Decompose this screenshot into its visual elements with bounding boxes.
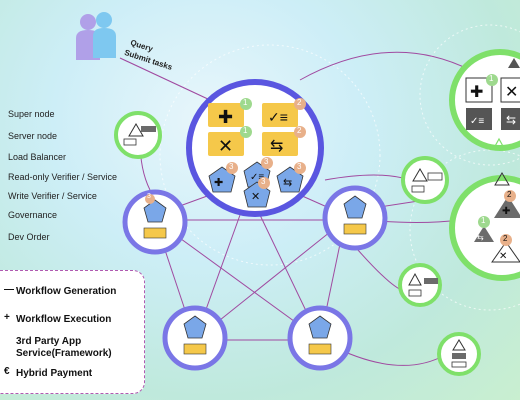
legend-write-verifier: Write Verifier / Service: [8, 191, 97, 201]
badge-markers: [145, 74, 516, 246]
users-icon: [76, 12, 116, 60]
swap-icon: ⇆: [506, 113, 516, 127]
verifier-node[interactable]: [437, 332, 481, 376]
badge-number: 3: [297, 162, 302, 171]
puzzle-icon: ✚: [470, 84, 483, 101]
checklist-icon: ✓≡: [268, 109, 288, 125]
panel-bullet: +: [4, 312, 10, 323]
server-node[interactable]: [322, 185, 388, 251]
badge-number: 2: [297, 126, 302, 135]
tools-icon: ✕: [505, 84, 518, 101]
swap-icon: ⇆: [283, 177, 292, 189]
panel-item-hybrid-payment: Hybrid Payment: [16, 368, 93, 379]
tools-icon: ✕: [499, 251, 507, 262]
background-ring: [159, 44, 381, 266]
server-node[interactable]: [122, 189, 188, 255]
badge-number: 1: [243, 126, 248, 135]
swap-icon: ⇆: [477, 233, 484, 242]
panel-item-workflow-generation: Workflow Generation: [16, 286, 117, 297]
badge-number: 3: [229, 162, 234, 171]
puzzle-icon: ✚: [218, 107, 233, 127]
badge-number: 1: [489, 74, 494, 83]
badge-number: 2: [507, 190, 512, 199]
tools-icon: ✕: [218, 136, 233, 156]
super-node[interactable]: ✚ ✓≡ ✕ ⇆ ✚ ✓≡ ⇆ ✕: [186, 79, 324, 217]
feature-panel: [0, 270, 145, 394]
badge-number: 3: [261, 177, 266, 186]
tools-icon: ✕: [251, 191, 260, 203]
verifier-node[interactable]: [401, 156, 449, 204]
badge-number: 1: [243, 98, 248, 107]
badge-number: 1: [481, 216, 486, 225]
badge-number: 3: [264, 157, 269, 166]
panel-item-workflow-execution: Workflow Execution: [16, 314, 112, 325]
server-node[interactable]: [162, 305, 228, 371]
badge-number: 2: [503, 234, 508, 243]
governance-node[interactable]: ✚ ✕ ✓≡ ⇆: [449, 49, 520, 151]
legend-super-node: Super node: [8, 109, 55, 119]
server-node[interactable]: [287, 305, 353, 371]
verifier-node[interactable]: [114, 111, 162, 159]
checklist-icon: ✓≡: [250, 172, 264, 183]
swap-icon: ⇆: [270, 138, 283, 155]
verifier-node[interactable]: [398, 263, 442, 307]
badge-number: 3: [147, 193, 151, 200]
legend-dev-order: Dev Order: [8, 232, 50, 242]
badge-number: 2: [297, 98, 302, 107]
panel-item-third-party-service: 3rd Party App Service(Framework): [16, 336, 112, 359]
puzzle-icon: ✚: [502, 206, 510, 217]
panel-bullet: —: [4, 284, 14, 295]
legend-read-only-verifier: Read-only Verifier / Service: [8, 172, 118, 182]
panel-bullet: €: [4, 366, 10, 377]
puzzle-icon: ✚: [214, 177, 223, 189]
legend-load-balancer: Load Balancer: [8, 152, 67, 162]
legend-governance: Governance: [8, 210, 58, 220]
legend-server-node: Server node: [8, 131, 58, 141]
checklist-icon: ✓≡: [470, 116, 484, 127]
governance-node[interactable]: ✚ ⇆ ✕: [449, 172, 520, 281]
